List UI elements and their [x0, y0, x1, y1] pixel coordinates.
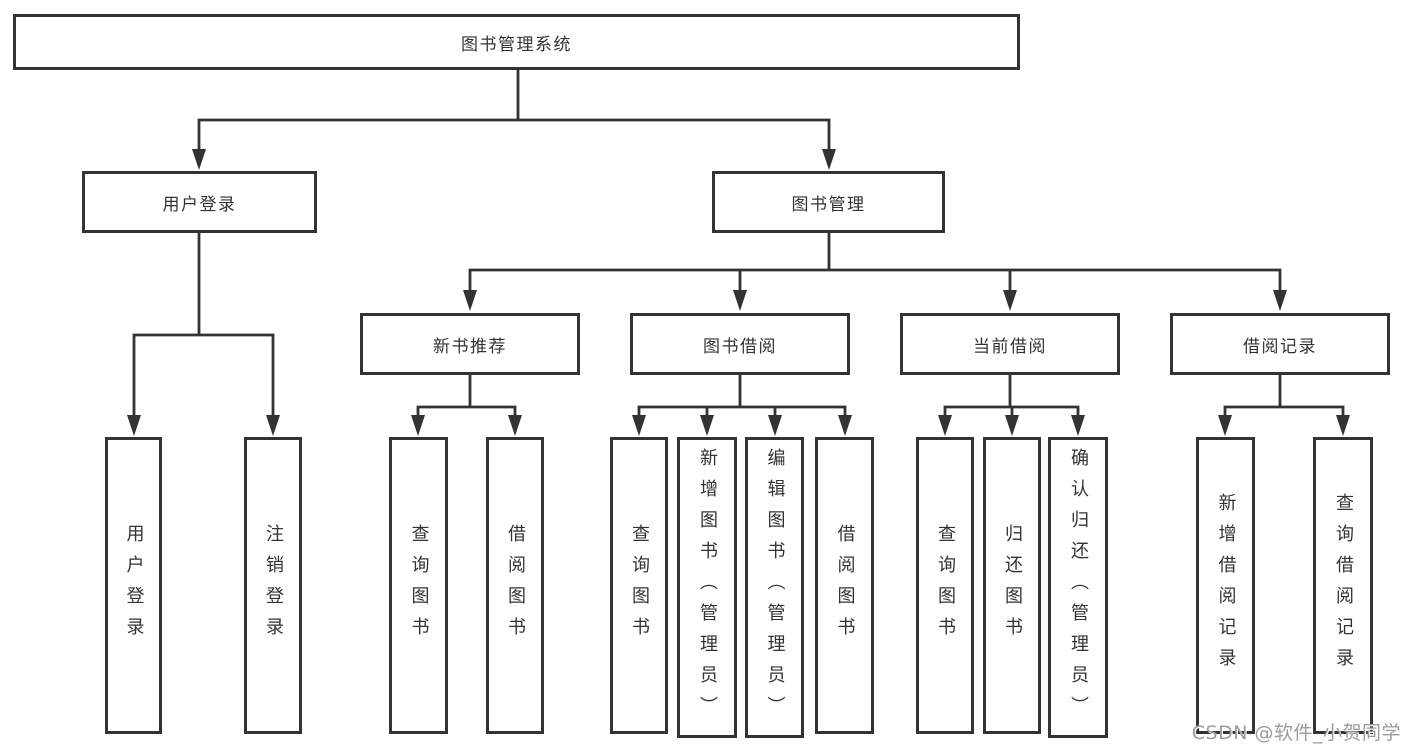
csdn-watermark: CSDN @软件_小贺同学 — [1191, 722, 1401, 744]
arrowhead-icon — [463, 290, 477, 311]
node-borrow-records: 借阅记录 — [1170, 313, 1390, 375]
node-book-borrow: 图书借阅 — [630, 313, 850, 375]
node-label: 图书管理 — [791, 194, 866, 215]
arrowhead-icon — [508, 415, 522, 436]
node-label: 当前借阅 — [973, 336, 1047, 357]
arrowhead-icon — [1003, 290, 1017, 311]
leaf-add-books-admin: 新增图书（管理员） — [677, 437, 737, 738]
connector-current-borrow-children — [943, 373, 1080, 420]
node-label: 新书推荐 — [433, 336, 507, 357]
node-label: 图书管理系统 — [461, 34, 572, 55]
leaf-query-books-borrow: 查询图书 — [610, 437, 668, 734]
node-root-system: 图书管理系统 — [13, 14, 1020, 70]
node-label: 新增图书（管理员） — [697, 448, 718, 727]
arrowhead-icon — [1336, 415, 1350, 436]
arrowhead-icon — [733, 290, 747, 311]
node-label: 确认归还（管理员） — [1068, 448, 1089, 727]
leaf-query-books-current: 查询图书 — [916, 437, 974, 734]
node-current-borrow: 当前借阅 — [900, 313, 1120, 375]
node-label: 用户登录 — [123, 523, 145, 648]
arrowhead-icon — [768, 415, 782, 436]
node-label: 查询图书 — [935, 523, 956, 648]
leaf-return-books: 归还图书 — [983, 437, 1041, 734]
node-label: 图书借阅 — [703, 336, 777, 357]
connector-new-book-children — [416, 373, 517, 420]
arrowhead-icon — [1273, 290, 1287, 311]
arrowhead-icon — [838, 415, 852, 436]
node-label: 查询图书 — [408, 523, 430, 648]
connector-book-mgmt-children — [468, 231, 1282, 295]
connector-borrow-records-children — [1223, 373, 1345, 420]
arrowhead-icon — [192, 149, 206, 170]
leaf-edit-books-admin: 编辑图书（管理员） — [745, 437, 804, 738]
leaf-user-login: 用户登录 — [105, 437, 162, 734]
arrowhead-icon — [266, 415, 280, 436]
connector-user-login-children — [132, 231, 275, 420]
connector-root-to-level2 — [197, 68, 831, 154]
node-user-login: 用户登录 — [82, 171, 317, 233]
node-book-management: 图书管理 — [712, 171, 945, 233]
node-label: 用户登录 — [162, 194, 237, 215]
leaf-add-borrow-record: 新增借阅记录 — [1196, 437, 1255, 734]
leaf-borrow-books: 借阅图书 — [815, 437, 874, 734]
node-label: 编辑图书（管理员） — [764, 448, 786, 727]
leaf-query-borrow-record: 查询借阅记录 — [1313, 437, 1373, 734]
node-label: 查询借阅记录 — [1333, 492, 1354, 679]
node-label: 借阅图书 — [505, 523, 526, 648]
arrowhead-icon — [1218, 415, 1232, 436]
connector-lines — [132, 68, 1345, 420]
node-new-book-recommend: 新书推荐 — [360, 313, 580, 375]
arrowhead-icon — [127, 415, 141, 436]
node-label: 借阅图书 — [834, 523, 856, 648]
connector-book-borrow-children — [637, 373, 847, 420]
arrowhead-icon — [1005, 415, 1019, 436]
node-label: 查询图书 — [629, 523, 650, 648]
leaf-logout: 注销登录 — [244, 437, 302, 734]
arrowhead-icon — [411, 415, 425, 436]
arrowhead-icon — [1071, 415, 1085, 436]
node-label: 注销登录 — [263, 523, 284, 648]
arrowhead-icon — [938, 415, 952, 436]
leaf-query-books-recommend: 查询图书 — [389, 437, 448, 734]
arrowhead-icon — [632, 415, 646, 436]
leaf-borrow-books-recommend: 借阅图书 — [486, 437, 544, 734]
arrowhead-icon — [822, 149, 836, 170]
node-label: 借阅记录 — [1243, 336, 1317, 357]
node-label: 归还图书 — [1002, 523, 1023, 648]
leaf-confirm-return-admin: 确认归还（管理员） — [1048, 437, 1108, 738]
arrowhead-icon — [700, 415, 714, 436]
node-label: 新增借阅记录 — [1215, 492, 1237, 679]
